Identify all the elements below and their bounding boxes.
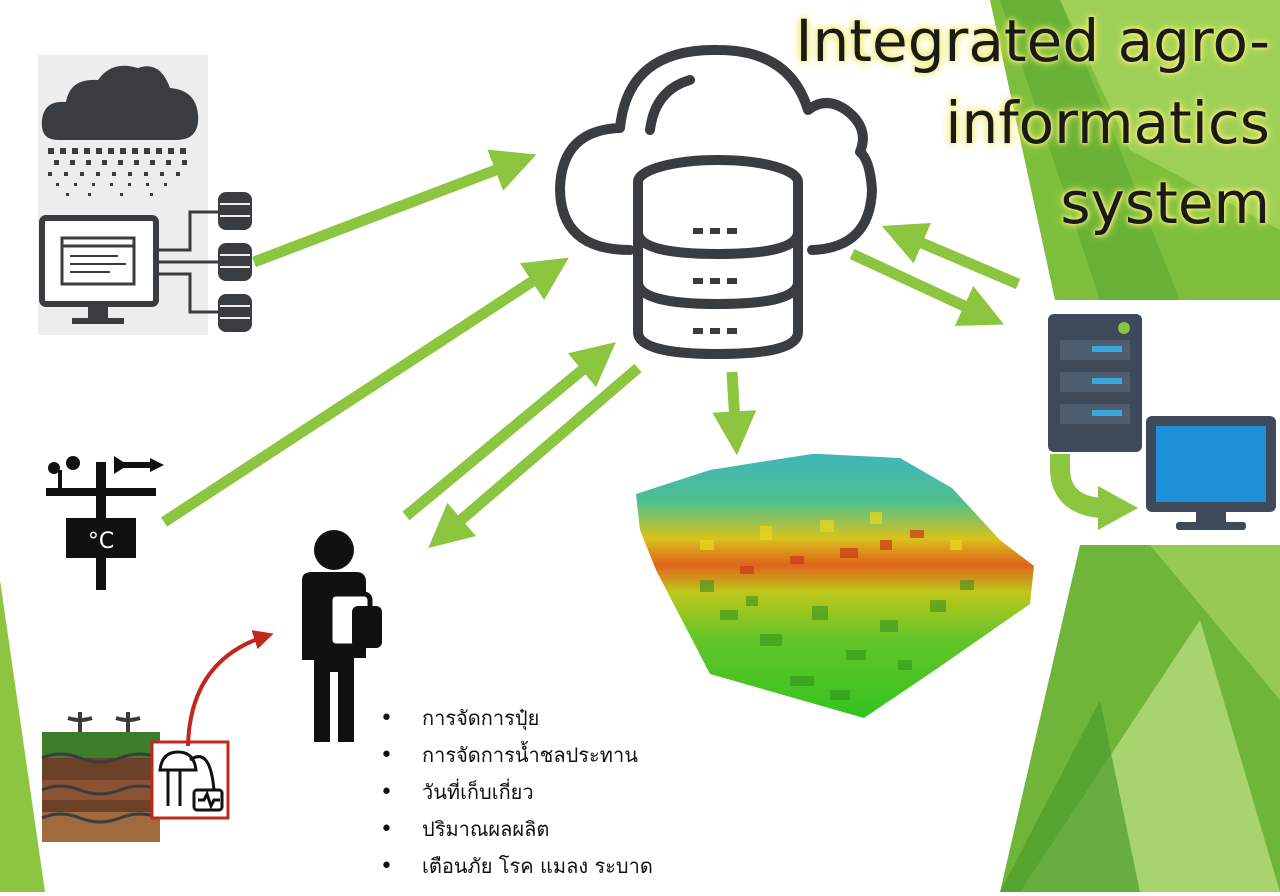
arrow-cloud-to-map — [712, 371, 757, 456]
list-item-label: เตือนภัย โรค แมลง ระบาด — [422, 854, 653, 878]
bullet-icon: • — [380, 743, 393, 768]
database-stack-icons — [218, 192, 252, 332]
weather-station-icon — [46, 456, 164, 590]
weather-data-panel — [38, 55, 252, 335]
database-connectors — [156, 210, 218, 314]
list-item: • การจัดการปุ๋ย — [380, 700, 653, 737]
list-item: • วันที่เก็บเกี่ยว — [380, 774, 653, 811]
farmer-icon — [302, 530, 382, 742]
list-item-label: ปริมาณผลผลิต — [422, 817, 550, 841]
bullet-icon: • — [380, 854, 393, 879]
bullet-icon: • — [380, 780, 393, 805]
arrow-cloud-to-server — [849, 249, 1004, 326]
list-item-label: การจัดการน้ำชลประทาน — [422, 743, 638, 767]
arrow-farmer-to-cloud — [402, 342, 616, 521]
soil-sensor-icon — [41, 712, 230, 842]
list-item-label: การจัดการปุ๋ย — [422, 706, 540, 730]
cloud-database-icon — [555, 44, 877, 360]
flow-arrows — [160, 149, 1021, 549]
list-item: • เตือนภัย โรค แมลง ระบาด — [380, 848, 653, 885]
yield-terrain-map — [636, 454, 1034, 718]
title-line-3: system — [1060, 169, 1270, 237]
arrow-sensor-to-farmer — [186, 630, 274, 747]
desktop-monitor-icon — [39, 215, 159, 324]
title-line-1: Integrated agro- — [795, 7, 1270, 75]
station-sign-label: °C — [88, 529, 114, 554]
arrow-cloud-to-farmer — [428, 363, 642, 549]
list-item-label: วันที่เก็บเกี่ยว — [422, 780, 534, 804]
arrow-data-to-cloud — [252, 149, 537, 268]
arrow-server-to-cloud — [881, 222, 1021, 290]
server-computer-icon — [1048, 314, 1276, 530]
rain-cloud-icon — [41, 65, 199, 196]
bullet-icon: • — [380, 817, 393, 842]
list-item: • ปริมาณผลผลิต — [380, 811, 653, 848]
arrow-station-to-cloud — [160, 257, 569, 527]
title-line-2: informatics — [945, 89, 1270, 157]
output-list: • การจัดการปุ๋ย • การจัดการน้ำชลประทาน • วั… — [380, 700, 653, 885]
bullet-icon: • — [380, 706, 393, 731]
list-item: • การจัดการน้ำชลประทาน — [380, 737, 653, 774]
